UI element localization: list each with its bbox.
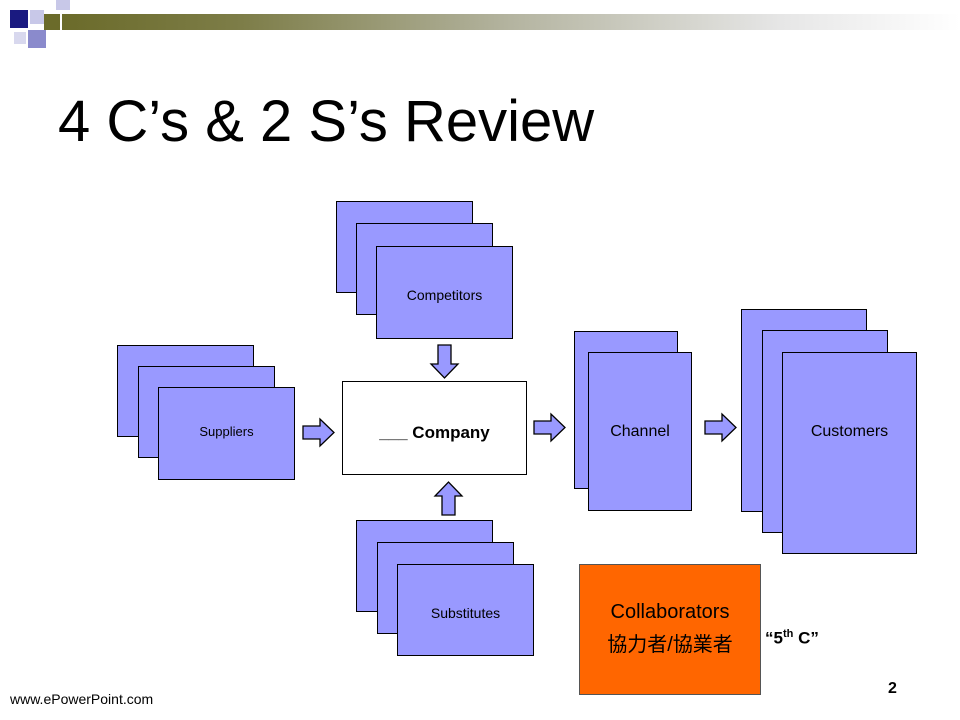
competitors-label: Competitors bbox=[406, 287, 483, 303]
slide-title: 4 C’s & 2 S’s Review bbox=[58, 89, 595, 154]
company-box: ___ Company bbox=[342, 381, 527, 475]
arrow-up-icon bbox=[433, 481, 464, 516]
header-square-navy bbox=[10, 10, 28, 28]
page-number: 2 bbox=[888, 680, 897, 697]
fifth-c-open: “5 bbox=[765, 628, 783, 648]
arrow-right-suppliers-icon bbox=[302, 417, 335, 448]
header-square-lavender bbox=[30, 10, 44, 24]
channel-label: Channel bbox=[610, 423, 670, 440]
header-square-small bbox=[56, 0, 70, 10]
header-square-olive bbox=[44, 14, 60, 30]
header-gradient-bar bbox=[62, 14, 960, 30]
company-label: ___ Company bbox=[379, 423, 490, 442]
arrow-down-icon bbox=[429, 344, 460, 379]
footer-website: www.ePowerPoint.com bbox=[10, 691, 154, 707]
collaborators-cjk-label: 協力者/協業者 bbox=[607, 634, 733, 656]
arrow-right-channel-icon bbox=[704, 412, 737, 443]
header-square-lavender-2 bbox=[28, 30, 46, 48]
header-square-light bbox=[14, 32, 26, 44]
fifth-c-note: “5th C” bbox=[765, 628, 819, 649]
arrow-right-company-icon bbox=[533, 412, 566, 443]
collaborators-label: Collaborators bbox=[610, 601, 730, 623]
fifth-c-close: C” bbox=[793, 628, 819, 648]
substitutes-card: Substitutes bbox=[397, 564, 534, 656]
competitors-card: Competitors bbox=[376, 246, 513, 339]
channel-card: Channel bbox=[588, 352, 692, 511]
fifth-c-sup: th bbox=[782, 628, 794, 640]
suppliers-card: Suppliers bbox=[158, 387, 295, 480]
collaborators-box: Collaborators 協力者/協業者 bbox=[579, 564, 761, 695]
suppliers-label: Suppliers bbox=[199, 424, 254, 439]
substitutes-label: Substitutes bbox=[430, 605, 501, 621]
customers-card: Customers bbox=[782, 352, 917, 554]
customers-label: Customers bbox=[810, 423, 889, 440]
